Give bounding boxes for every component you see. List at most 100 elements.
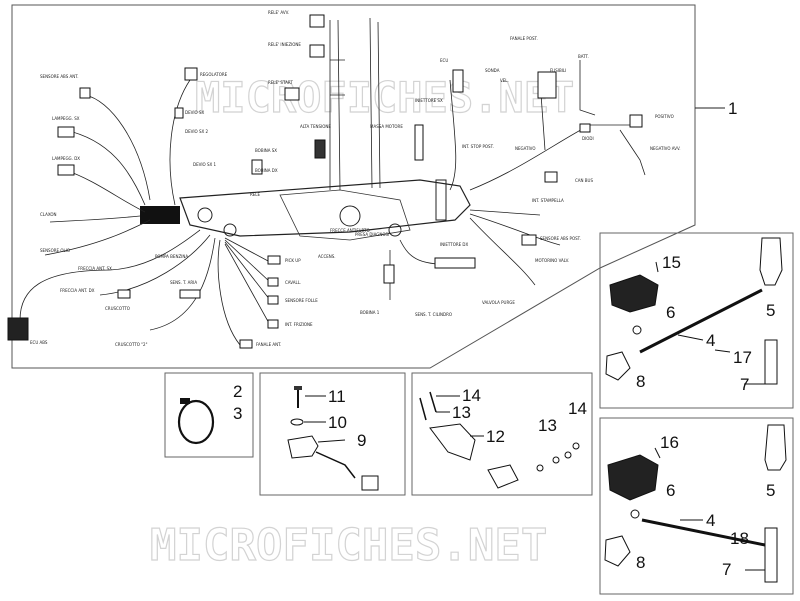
connector-iniettore-dx bbox=[434, 257, 476, 269]
connector-devio-sx bbox=[174, 107, 184, 119]
connector-abs-front bbox=[79, 87, 91, 99]
label-rele: RELE bbox=[250, 192, 261, 197]
label-alta-tensione: ALTA TENSIONE bbox=[300, 124, 331, 129]
connector-cavall bbox=[267, 277, 279, 287]
label-int-frizione: INT. FRIZIONE bbox=[285, 322, 313, 327]
callout-4b: 4 bbox=[706, 511, 715, 530]
panel-bracket-border bbox=[411, 372, 593, 496]
cable-tie-head bbox=[180, 398, 190, 404]
label-massa-motore: MASSA MOTORE bbox=[370, 124, 403, 129]
sensor-body bbox=[287, 435, 319, 459]
rod-4a bbox=[639, 288, 763, 354]
wire-right-switch bbox=[64, 169, 146, 213]
connectors bbox=[7, 14, 643, 349]
watermark-bottom: MICROFICHES.NET bbox=[150, 520, 547, 571]
label-negativo-avv: NEGATIVO AVV. bbox=[650, 146, 680, 151]
main-harness-panel: RELE' AVV. RELE' INIEZIONE RELE' START R… bbox=[7, 4, 737, 369]
connector-fanale-ant bbox=[239, 339, 253, 349]
label-sensore-olio: SENSORE OLIO bbox=[40, 248, 70, 253]
label-regolatore: REGOLATORE bbox=[200, 72, 228, 77]
wire-rear-sensors bbox=[469, 209, 561, 286]
label-iniettore-dx: INIETTORE DX bbox=[440, 242, 469, 247]
nut-a bbox=[536, 464, 544, 472]
label-pompa-benzina: POMPA BENZINA bbox=[155, 254, 188, 259]
wire-headlamp bbox=[217, 239, 241, 346]
label-sonda: SONDA bbox=[485, 68, 500, 73]
wire-horn bbox=[49, 215, 141, 223]
main-panel-border bbox=[11, 4, 696, 369]
callout-4a: 4 bbox=[706, 331, 715, 350]
label-rele-start: RELE' START bbox=[268, 80, 293, 85]
boot-8b bbox=[604, 535, 631, 567]
callout-5b: 5 bbox=[766, 481, 775, 500]
washer bbox=[290, 418, 304, 426]
screw-head bbox=[294, 386, 302, 390]
label-freccia-sx: FRECCIA ANT. SX bbox=[78, 266, 112, 271]
label-claxon: CLAXON bbox=[40, 212, 56, 217]
connector-ecu-abs bbox=[7, 317, 29, 341]
connector-alta-tensione bbox=[314, 139, 326, 159]
label-rele-iniezione: RELE' INIEZIONE bbox=[268, 42, 301, 47]
callout-6b: 6 bbox=[666, 481, 675, 500]
panel-ignition-upper: 15 6 5 4 17 8 7 bbox=[599, 232, 794, 409]
label-sensore-folle: SENSORE FOLLE bbox=[285, 298, 318, 303]
connector-sens-aria bbox=[179, 289, 201, 299]
harness-ring-2 bbox=[223, 223, 237, 237]
callout-13a: 13 bbox=[452, 403, 471, 422]
label-ecu: ECU bbox=[440, 58, 448, 63]
wire-relay-stubs bbox=[330, 59, 345, 96]
panel-ignition-lower-border bbox=[599, 417, 794, 595]
panel-bracket: 14 13 12 13 14 bbox=[411, 372, 593, 496]
nut-c bbox=[564, 451, 572, 459]
label-sens-t-cilindro: SENS. T. CILINDRO bbox=[415, 312, 452, 317]
panel-cable-tie: 2 3 bbox=[164, 372, 254, 458]
connector-iniettore-sx bbox=[414, 124, 424, 161]
label-iniettore-sx: INIETTORE SX bbox=[415, 98, 443, 103]
label-cruscotto: CRUSCOTTO bbox=[105, 306, 130, 311]
callout-16: 16 bbox=[660, 433, 679, 452]
callout-11: 11 bbox=[328, 387, 346, 406]
leader-4a bbox=[677, 334, 704, 341]
bolt-b bbox=[419, 397, 427, 421]
callout-9: 9 bbox=[357, 431, 366, 450]
wire-ecu-abs bbox=[19, 229, 201, 321]
coil-15 bbox=[609, 274, 659, 313]
bracket-clip bbox=[487, 464, 519, 489]
callout-8b: 8 bbox=[636, 553, 645, 572]
washer-6b bbox=[630, 509, 640, 519]
sensor-cable bbox=[315, 451, 356, 479]
bracket-body bbox=[429, 423, 476, 461]
sensor-connector bbox=[361, 475, 379, 491]
watermark-group: MICROFICHES.NET MICROFICHES.NET bbox=[149, 72, 574, 571]
label-abs-post: SENSORE ABS POST. bbox=[540, 236, 581, 241]
label-bobina-sx: BOBINA SX bbox=[255, 148, 277, 153]
spark-plug-7a bbox=[764, 339, 778, 385]
coil-16 bbox=[607, 454, 659, 501]
washer-6a bbox=[632, 325, 642, 335]
plug-cap-5a bbox=[759, 237, 783, 286]
connector-regolatore bbox=[184, 67, 198, 81]
label-abs-ant: SENSORE ABS ANT. bbox=[40, 74, 79, 79]
label-int-stampella: INT. STAMPELLA bbox=[532, 198, 564, 203]
leader-18 bbox=[713, 534, 729, 539]
callout-2: 2 bbox=[233, 382, 242, 401]
connector-positivo bbox=[629, 114, 643, 128]
callout-6a: 6 bbox=[666, 303, 675, 322]
spark-plug-7b bbox=[764, 527, 778, 583]
label-fanale-ant: FANALE ANT. bbox=[256, 342, 281, 347]
callout-8a: 8 bbox=[636, 372, 645, 391]
label-diodi: DIODI bbox=[582, 136, 594, 141]
wire-regulator bbox=[169, 79, 191, 206]
label-valvola-purge: VALVOLA PURGE bbox=[482, 300, 515, 305]
callout-13b: 13 bbox=[538, 416, 557, 435]
label-can-bus: CAN BUS bbox=[575, 178, 593, 183]
label-fanale-post: FANALE POST. bbox=[510, 36, 538, 41]
connector-bobina-1 bbox=[383, 264, 395, 284]
label-devio-sx-2: DEVIO SX 2 bbox=[185, 129, 208, 134]
label-accens: ACCENS. bbox=[318, 254, 336, 259]
wire-left-switch bbox=[64, 129, 146, 206]
plug-cap-5b bbox=[764, 424, 787, 471]
label-motorino-valv: MOTORINO VALV. bbox=[535, 258, 569, 263]
leader-9 bbox=[317, 439, 346, 443]
